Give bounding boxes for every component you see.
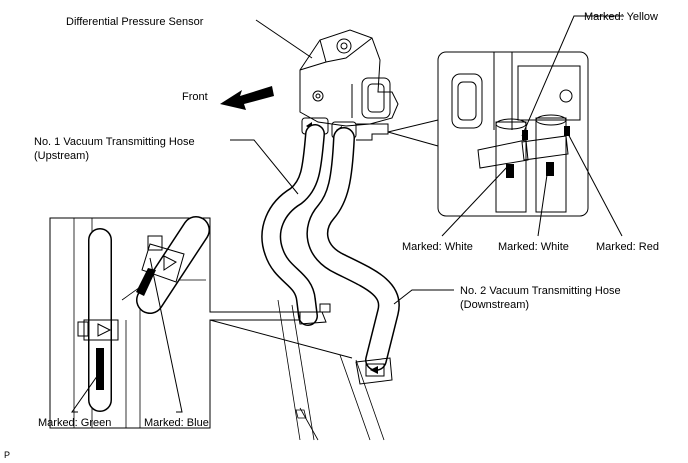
detail-inset-clamps (49, 216, 353, 429)
hose2-label-line2: (Downstream) (460, 299, 529, 311)
marked-white-label-2: Marked: White (498, 241, 569, 253)
hose1-label-line1: No. 1 Vacuum Transmitting Hose (34, 136, 195, 148)
front-label: Front (182, 91, 208, 103)
hose-no2-downstream (306, 127, 400, 371)
marked-green-label: Marked: Green (38, 417, 111, 429)
hose2-label-line1: No. 2 Vacuum Transmitting Hose (460, 285, 621, 297)
marked-yellow-label: Marked: Yellow (584, 11, 658, 23)
marked-red-label: Marked: Red (596, 241, 659, 253)
leader-lines (71, 15, 624, 413)
detail-inset-sensor (387, 51, 589, 217)
sensor-label: Differential Pressure Sensor (66, 16, 204, 28)
hose1-label-line2: (Upstream) (34, 150, 89, 162)
mounting-bracket (277, 299, 385, 441)
marked-blue-label: Marked: Blue (144, 417, 209, 429)
hose-no1-upstream (261, 124, 325, 326)
front-arrow (220, 86, 274, 110)
differential-pressure-sensor (299, 29, 399, 127)
corner-marker: P (4, 450, 10, 460)
marked-white-label-1: Marked: White (402, 241, 473, 253)
